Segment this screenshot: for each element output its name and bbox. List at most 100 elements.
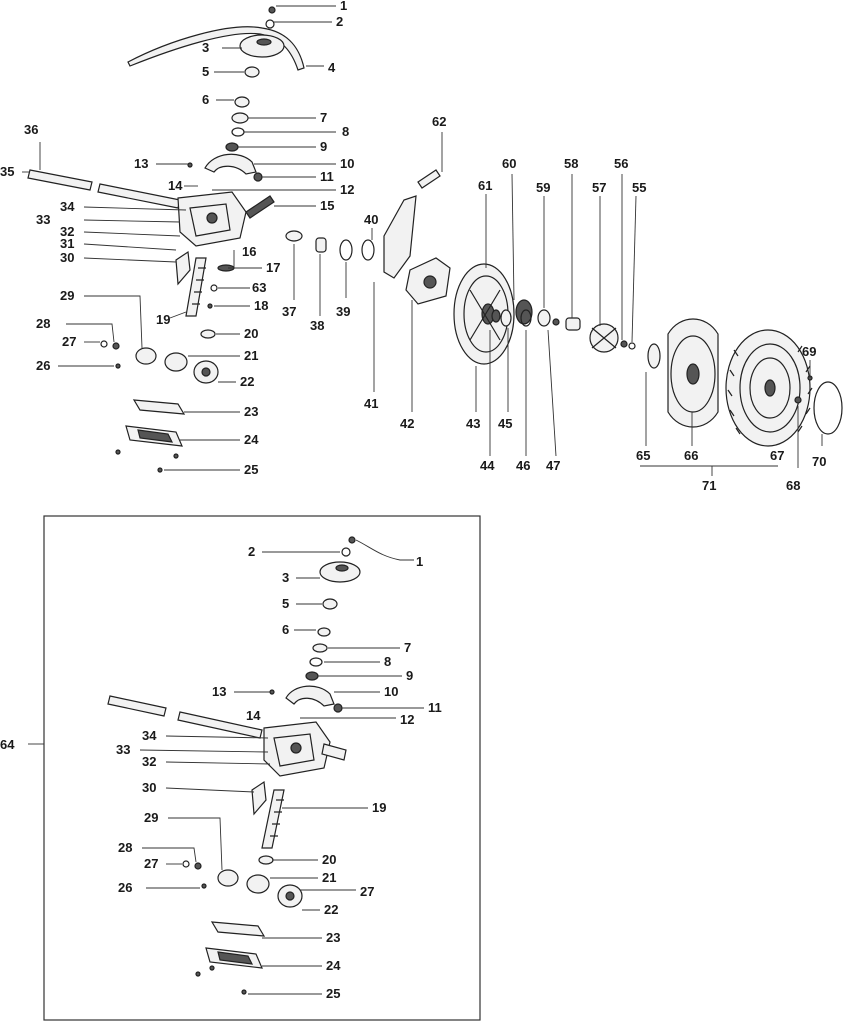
label-sub-19: 19 — [372, 800, 386, 815]
label-25: 25 — [244, 462, 258, 477]
part-30 — [175, 250, 191, 286]
part-1-screw — [268, 6, 276, 14]
label-62: 62 — [432, 114, 446, 129]
top-labels: 1 2 3 4 5 6 7 8 9 10 11 12 13 14 15 16 1… — [0, 0, 826, 493]
label-sub-26: 26 — [118, 880, 132, 895]
part-3-pulley — [239, 34, 285, 58]
label-69: 69 — [802, 344, 816, 359]
label-28: 28 — [36, 316, 50, 331]
label-sub-25: 25 — [326, 986, 340, 1001]
part-25-screw — [157, 467, 163, 473]
part-39 — [339, 239, 353, 261]
part-56 — [620, 340, 628, 348]
label-59: 59 — [536, 180, 550, 195]
label-65: 65 — [636, 448, 650, 463]
label-sub-24: 24 — [326, 958, 341, 973]
label-31: 31 — [60, 236, 74, 251]
label-sub-6: 6 — [282, 622, 289, 637]
label-70: 70 — [812, 454, 826, 469]
label-sub-27b: 27 — [360, 884, 374, 899]
label-sub-32: 32 — [142, 754, 156, 769]
label-sub-21: 21 — [322, 870, 336, 885]
label-60: 60 — [502, 156, 516, 171]
label-10: 10 — [340, 156, 354, 171]
part-55 — [628, 342, 636, 350]
part-7 — [231, 112, 249, 124]
label-14: 14 — [168, 178, 183, 193]
subassembly-64-frame — [43, 515, 481, 1021]
label-17: 17 — [266, 260, 280, 275]
part-8 — [231, 127, 245, 137]
label-sub-5: 5 — [282, 596, 289, 611]
label-11: 11 — [320, 169, 334, 184]
label-35: 35 — [0, 164, 14, 179]
part-47 — [552, 318, 560, 326]
label-55: 55 — [632, 180, 646, 195]
label-67: 67 — [770, 448, 784, 463]
label-4: 4 — [328, 60, 336, 75]
label-sub-29: 29 — [144, 810, 158, 825]
label-64: 64 — [0, 737, 15, 752]
label-8: 8 — [342, 124, 349, 139]
label-56: 56 — [614, 156, 628, 171]
part-18 — [207, 303, 213, 309]
part-29-gear — [135, 347, 157, 365]
label-42: 42 — [400, 416, 414, 431]
part-13-pin — [187, 162, 193, 168]
label-3: 3 — [202, 40, 209, 55]
part-46 — [520, 309, 532, 327]
part-23-plate — [132, 399, 186, 415]
label-sub-12: 12 — [400, 712, 414, 727]
label-58: 58 — [564, 156, 578, 171]
part-5-nut — [244, 66, 260, 78]
label-1: 1 — [340, 0, 347, 13]
label-61: 61 — [478, 178, 492, 193]
label-21: 21 — [244, 348, 258, 363]
label-68: 68 — [786, 478, 800, 493]
label-57: 57 — [592, 180, 606, 195]
part-60 — [515, 299, 533, 325]
part-37 — [285, 230, 303, 242]
label-30: 30 — [60, 250, 74, 265]
part-44 — [491, 309, 501, 323]
label-20: 20 — [244, 326, 258, 341]
label-34: 34 — [60, 199, 75, 214]
label-sub-30: 30 — [142, 780, 156, 795]
label-15: 15 — [320, 198, 334, 213]
part-41-bracket — [383, 195, 417, 279]
part-68 — [794, 396, 802, 404]
label-41: 41 — [364, 396, 378, 411]
part-59 — [537, 309, 551, 327]
label-sub-22: 22 — [324, 902, 338, 917]
label-46: 46 — [516, 458, 530, 473]
label-sub-8: 8 — [384, 654, 391, 669]
label-71: 71 — [702, 478, 716, 493]
label-sub-28: 28 — [118, 840, 132, 855]
part-2-washer — [265, 19, 275, 29]
label-sub-1: 1 — [416, 554, 423, 569]
part-58 — [565, 317, 581, 331]
label-37: 37 — [282, 304, 296, 319]
label-43: 43 — [466, 416, 480, 431]
label-24: 24 — [244, 432, 259, 447]
part-70-cap — [813, 381, 843, 435]
subassembly-64-leaders — [139, 539, 424, 995]
part-9 — [225, 142, 239, 152]
label-sub-7: 7 — [404, 640, 411, 655]
label-26: 26 — [36, 358, 50, 373]
label-45: 45 — [498, 416, 512, 431]
label-18: 18 — [254, 298, 268, 313]
label-sub-10: 10 — [384, 684, 398, 699]
label-sub-2: 2 — [248, 544, 255, 559]
top-assembly — [27, 6, 843, 473]
part-6 — [234, 96, 250, 108]
part-4-belt — [127, 26, 305, 71]
part-28 — [112, 342, 120, 350]
label-sub-3: 3 — [282, 570, 289, 585]
label-6: 6 — [202, 92, 209, 107]
label-63: 63 — [252, 280, 266, 295]
subassembly-64-labels: 1 2 3 5 6 7 8 9 10 11 12 13 14 19 20 21 … — [116, 544, 442, 1001]
label-36: 36 — [24, 122, 38, 137]
part-19-worm — [185, 257, 207, 317]
